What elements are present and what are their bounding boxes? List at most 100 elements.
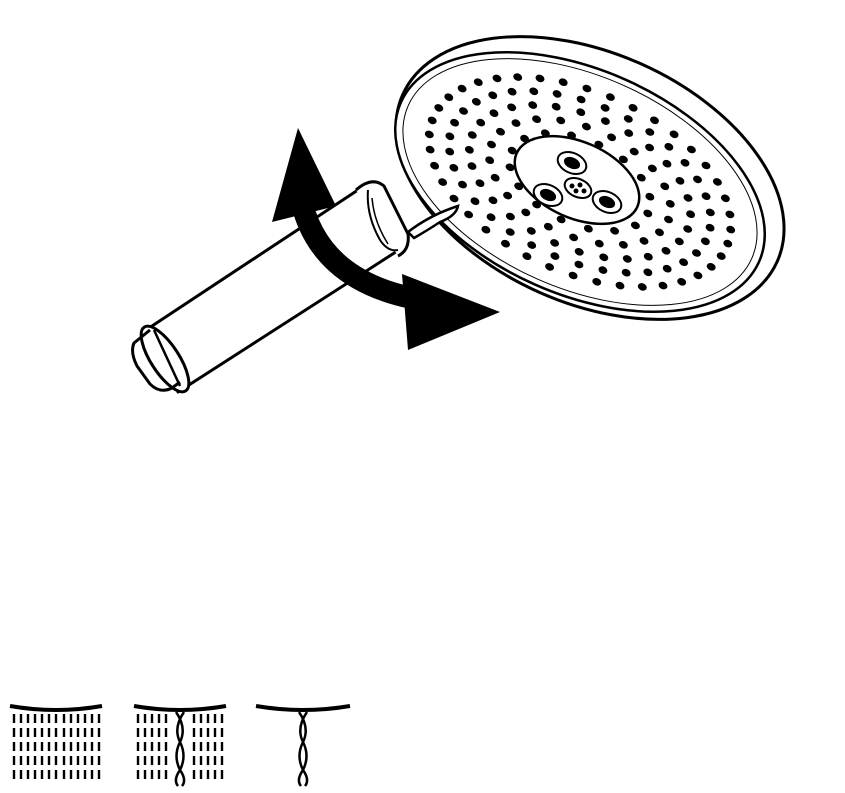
nozzle-dot	[535, 74, 545, 83]
nozzle-dot	[467, 131, 477, 139]
nozzle-dot	[486, 213, 496, 221]
nozzle-dot	[492, 74, 502, 83]
nozzle-dot	[615, 281, 625, 290]
jet-helix-strand	[297, 711, 309, 787]
nozzle-dot	[705, 223, 715, 232]
nozzle-dot	[475, 179, 485, 187]
nozzle-dot	[686, 145, 696, 154]
rain-spray-icon	[9, 704, 103, 779]
nozzle-dot	[662, 159, 672, 168]
nozzle-dot	[464, 146, 474, 154]
nozzle-dot	[445, 132, 455, 141]
nozzle-dot	[485, 156, 495, 164]
nozzle-dot	[598, 266, 608, 274]
nozzle-dot	[582, 84, 592, 93]
nozzle-dot	[647, 164, 657, 173]
nozzle-dot	[600, 104, 610, 112]
nozzle-dot	[636, 173, 646, 182]
nozzle-dot	[645, 192, 655, 201]
nozzle-dot	[476, 118, 486, 127]
nozzle-dot	[658, 281, 668, 290]
nozzle-dot	[662, 264, 672, 273]
nozzle-dot	[532, 115, 542, 123]
nozzle-dot	[706, 263, 716, 271]
nozzle-dot	[701, 161, 711, 170]
nozzle-dot	[720, 194, 730, 203]
nozzle-dot	[683, 225, 693, 233]
nozzle-dot	[600, 117, 610, 125]
nozzle-dot	[726, 225, 736, 234]
nozzle-dot	[607, 133, 617, 142]
nozzle-dot	[639, 237, 649, 245]
nozzle-dot	[677, 278, 687, 286]
nozzle-dot	[473, 78, 483, 86]
shower-handle	[131, 180, 410, 394]
massage-jet-icon	[255, 704, 351, 787]
nozzle-dot	[701, 192, 711, 200]
nozzle-dot	[630, 221, 640, 230]
nozzle-dot	[664, 143, 674, 151]
nozzle-dot	[457, 84, 467, 93]
nozzle-dot	[643, 252, 653, 261]
nozzle-dot	[568, 271, 578, 280]
nozzle-dot	[467, 162, 477, 170]
nozzle-dot	[693, 175, 702, 184]
shower-head	[393, 35, 786, 321]
spray-face-bar	[133, 704, 227, 712]
nozzle-dot	[605, 93, 615, 101]
nozzle-dot	[505, 228, 515, 236]
nozzle-dot	[543, 222, 553, 231]
nozzle-dot	[576, 108, 586, 116]
nozzle-dot	[693, 271, 703, 280]
shower-head-face-inner-edge	[402, 58, 758, 306]
nozzle-dot	[643, 268, 653, 277]
nozzle-dot	[490, 173, 500, 182]
nozzle-dot	[505, 163, 515, 172]
nozzle-dot	[470, 197, 480, 205]
nozzle-dot	[529, 87, 539, 96]
nozzle-dot	[569, 233, 579, 242]
nozzle-dot	[576, 95, 586, 104]
nozzle-dot	[430, 161, 440, 170]
nozzle-dot	[618, 241, 628, 249]
nozzle-dot	[511, 119, 521, 127]
nozzle-dot	[592, 278, 602, 286]
nozzle-dot	[679, 258, 689, 266]
nozzle-dot	[556, 116, 566, 125]
nozzle-dot	[527, 241, 537, 249]
nozzle-dot	[488, 196, 498, 205]
nozzle-pattern	[424, 73, 736, 291]
nozzle-dot	[637, 283, 647, 291]
spray-face-bar	[255, 704, 351, 712]
nozzle-dot	[624, 129, 634, 137]
nozzle-dot	[450, 118, 460, 127]
nozzle-dot	[556, 215, 566, 224]
nozzle-dot	[599, 253, 609, 262]
nozzle-dot	[660, 182, 670, 191]
nozzle-dot	[427, 116, 437, 125]
nozzle-dot	[643, 209, 653, 218]
nozzle-dot	[545, 263, 555, 271]
nozzle-dot	[459, 107, 468, 115]
nozzle-dot	[629, 147, 639, 156]
nozzle-dot	[505, 212, 515, 221]
nozzle-dot	[712, 178, 722, 186]
nozzle-dot	[700, 237, 710, 246]
nozzle-dot	[661, 247, 671, 255]
nozzle-dot	[464, 210, 474, 219]
nozzle-dot	[623, 115, 633, 123]
nozzle-dot	[686, 210, 696, 218]
spray-face-bar	[9, 704, 103, 712]
nozzle-dot	[496, 127, 505, 136]
nozzle-dot	[645, 143, 655, 152]
nozzle-dot	[552, 90, 562, 98]
jet-helix-strand	[174, 711, 186, 787]
nozzle-dot	[574, 260, 584, 269]
nozzle-dot	[503, 191, 513, 200]
nozzle-dot	[551, 102, 561, 111]
nozzle-dot	[550, 239, 560, 247]
nozzle-dot	[680, 159, 690, 167]
nozzle-dot	[610, 227, 620, 235]
